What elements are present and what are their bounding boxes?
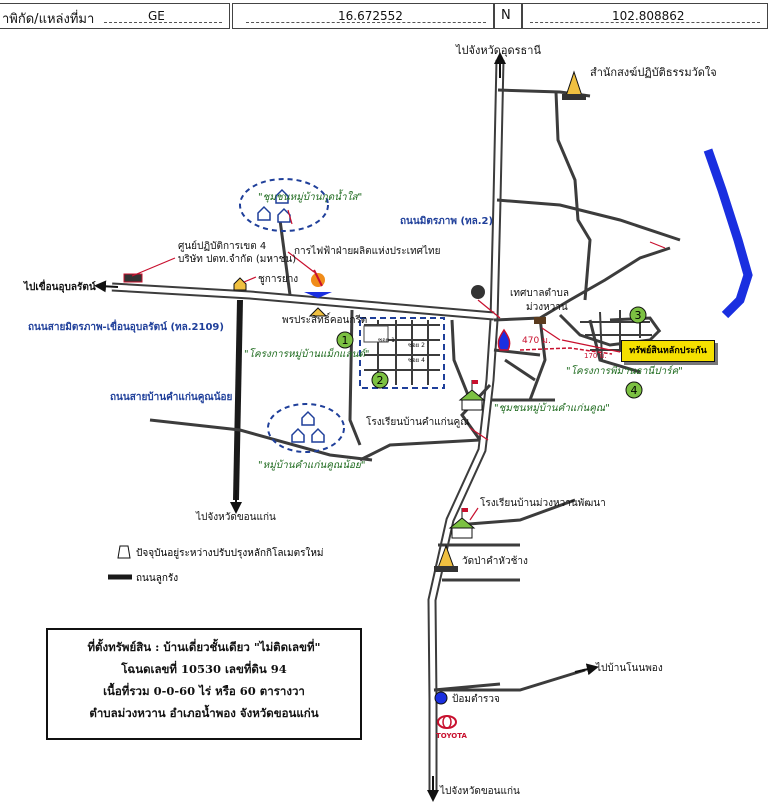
temple-icon: [562, 70, 586, 100]
label-school-muang: โรงเรียนบ้านม่วงหวานพัฒนา: [480, 496, 606, 509]
box-icon: [534, 317, 546, 324]
label-sub-1: ซอย 1: [378, 337, 395, 344]
info-line-2: โฉนดเลขที่ 10530 เลขที่ดิน 94: [121, 662, 287, 676]
ops-center-icon: [123, 273, 143, 283]
arrow-to-dam: [94, 280, 119, 293]
label-distance-small: 170 ม.: [584, 352, 606, 360]
label-community-kud: "ชุมชนหมู่บ้านกุดน้ำใส": [258, 189, 362, 203]
label-concrete: พรประสิทธิ์คอนกรีต: [282, 312, 367, 326]
label-dam-road: ถนนสายมิตรภาพ-เขื่อนอุบลรัตน์ (ทล.2109): [28, 319, 224, 333]
legend-improving-icon: [117, 545, 131, 559]
concrete-icon: [308, 307, 328, 317]
label-to-khonkaen-bottom: ไปจังหวัดขอนแก่น: [439, 785, 520, 797]
source-value: GE: [148, 9, 165, 23]
max-land-boundary: [359, 317, 445, 389]
info-line-3: เนื้อที่รวม 0-0-60 ไร่ หรือ 60 ตารางวา: [103, 684, 305, 698]
toyota-icon: [437, 715, 457, 729]
distance-line: [519, 347, 613, 355]
arrow-to-nonphom: [574, 663, 599, 676]
label-project-max: "โครงการหมู่บ้านแม็กแลนด์": [244, 347, 370, 360]
max-land-grid: [364, 320, 440, 385]
label-police: ป้อมตำรวจ: [452, 693, 500, 705]
temple-pa-icon: [434, 544, 458, 572]
label-to-khonkaen-left: ไปจังหวัดขอนแก่น: [195, 511, 276, 523]
label-egat: การไฟฟ้าฝ่ายผลิตแห่งประเทศไทย: [294, 245, 441, 257]
info-line-4: ตำบลม่วงหวาน อำเภอน้ำพอง จังหวัดขอนแก่น: [89, 706, 319, 720]
lon-underline: [530, 22, 760, 23]
label-community-khamkaen: "ชุมชนหมู่บ้านคำแก่นคูณ": [494, 402, 610, 414]
label-to-nonphom: ไปบ้านโนนพอง: [595, 661, 663, 674]
marker-1: 1: [336, 331, 354, 349]
school-icon-muang: [448, 508, 476, 539]
kud-village-circle: [239, 178, 329, 232]
leader-lines: [131, 209, 666, 521]
coordinate-source-label: าพิกัด/แหล่งที่มา: [2, 12, 95, 27]
max-land-block: [363, 325, 389, 343]
legend-laterite-label: ถนนลูกรัง: [136, 573, 178, 584]
label-temple-pa: วัดป่าคำหัวช้าง: [462, 555, 528, 567]
info-line-1: ที่ตั้งทรัพย์สิน : บ้านเดี่ยวชั้นเดียว "…: [87, 640, 321, 654]
source-cell: [0, 3, 230, 29]
road-to-dam: [111, 282, 495, 321]
marker-4: 4: [625, 381, 643, 399]
lat-cell: [232, 3, 494, 29]
label-mittraphap-road: ถนนมิตรภาพ (ทล.2): [400, 215, 493, 227]
label-ops-center-1: ศูนย์ปฏิบัติการเขต 4: [178, 240, 266, 252]
longitude-value: 102.808862: [612, 9, 685, 23]
svg-text:3: 3: [635, 309, 642, 322]
label-khamkaen-road: ถนนสายบ้านคำแก่นคูณน้อย: [110, 391, 233, 404]
municipal-icon: [471, 285, 485, 299]
label-school-khamkaen: โรงเรียนบ้านคำแก่นคูณ: [366, 415, 470, 428]
svg-text:2: 2: [377, 374, 384, 387]
lat-underline: [246, 22, 486, 23]
laterite-road: [233, 299, 243, 501]
coordinate-bar: าพิกัด/แหล่งที่มา GE 16.672552 N 102.808…: [0, 0, 768, 34]
school-icon-khamkaen: [458, 380, 486, 411]
label-toyota: TOYOTA: [436, 732, 467, 740]
highway-mittraphap: [427, 59, 505, 790]
property-info-box: ที่ตั้งทรัพย์สิน : บ้านเดี่ยวชั้นเดียว "…: [46, 628, 362, 740]
label-village-noi: "หมู่บ้านคำแก่นคูณน้อย": [258, 459, 366, 471]
noi-village-circle: [267, 403, 345, 453]
rubber-icon: [233, 277, 247, 291]
svg-text:1: 1: [342, 334, 349, 347]
source-underline: [104, 22, 222, 23]
legend: ปัจจุบันอยู่ระหว่างปรับปรุงหลักกิโลเมตรใ…: [108, 545, 324, 584]
label-to-dam: ไปเขื่อนอุบลรัตน์: [23, 279, 96, 293]
label-project-park: "โครงการพิมานธานีปาร์ค": [566, 365, 683, 377]
label-ops-center-2: บริษัท ปตท.จำกัด (มหาชน): [178, 254, 296, 265]
label-temple-top: สำนักสงฆ์ปฏิบัติธรรมวัดใจ: [590, 66, 717, 79]
egat-icon: [304, 269, 332, 298]
label-sub-2: ซอย 2: [408, 342, 425, 349]
legend-improving-label: ปัจจุบันอยู่ระหว่างปรับปรุงหลักกิโลเมตรใ…: [136, 546, 324, 559]
marker-3: 3: [629, 306, 647, 324]
secondary-roads: [149, 88, 681, 692]
label-municipal-1: เทศบาลตำบล: [510, 288, 569, 299]
longitude-prefix: N: [501, 8, 511, 23]
river: [703, 148, 753, 319]
label-distance: 470 ม.: [522, 336, 551, 346]
label-rubber: ชูการยาง: [258, 274, 298, 285]
gas-station-icon: [497, 328, 511, 351]
label-municipal-2: ม่วงหวาน: [526, 302, 568, 313]
label-sub-3: ซอย 4: [408, 357, 425, 364]
collateral-highlight: ทรัพย์สินหลักประกัน: [621, 340, 715, 362]
police-icon: [434, 691, 448, 705]
svg-text:4: 4: [631, 384, 638, 397]
lon-prefix-cell: [494, 3, 522, 29]
marker-2: 2: [371, 371, 389, 389]
latitude-value: 16.672552: [338, 9, 403, 23]
label-to-udon: ไปจังหวัดอุดรธานี: [455, 44, 541, 57]
